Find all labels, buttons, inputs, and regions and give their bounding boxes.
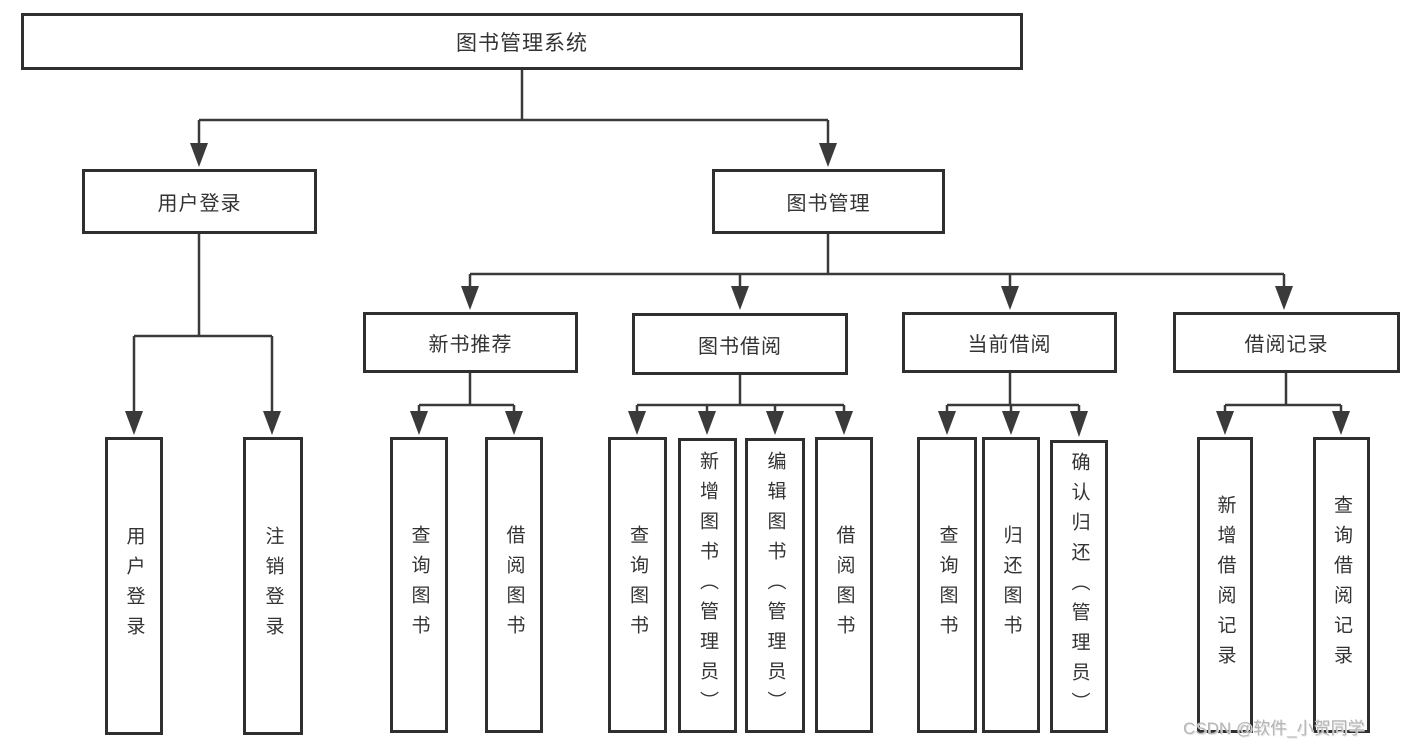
- node-br-add-record: 新增借阅记录: [1197, 437, 1253, 733]
- node-logout: 注销登录: [243, 437, 303, 735]
- node-book-mgmt-label: 图书管理: [786, 193, 871, 215]
- connector-currentborrow-to-children: [945, 373, 1081, 413]
- arrowhead-br-add: [1216, 411, 1234, 435]
- arrowhead-newbookrec: [461, 286, 479, 310]
- node-new-book-rec: 新书推荐: [363, 312, 578, 373]
- node-nbr-query-book: 查询图书: [390, 437, 448, 733]
- node-cb-query-book: 查询图书: [917, 437, 977, 733]
- arrowhead-currentborrow: [1001, 286, 1019, 310]
- node-book-mgmt: 图书管理: [712, 169, 945, 234]
- arrowhead-cb-return: [1002, 411, 1020, 435]
- node-br-add-record-label: 新增借阅记录: [1214, 495, 1236, 675]
- arrowhead-cb-confirm: [1070, 411, 1088, 437]
- node-nbr-query-book-label: 查询图书: [408, 525, 430, 645]
- node-bb-edit-book: 编辑图书（管理员）: [745, 438, 805, 733]
- arrowhead-borrowrecords: [1275, 286, 1293, 310]
- node-book-borrow-label: 图书借阅: [698, 335, 782, 358]
- arrowhead-nbr-borrow: [505, 411, 523, 435]
- node-cb-confirm-return: 确认归还（管理员）: [1050, 440, 1108, 733]
- node-user-login-label: 用户登录: [123, 526, 145, 646]
- node-bb-borrow-book: 借阅图书: [815, 437, 873, 733]
- connector-root-to-level2: [197, 70, 830, 146]
- csdn-watermark: CSDN @软件_小贺同学: [1183, 719, 1365, 738]
- arrowhead-bb-borrow: [835, 411, 853, 435]
- arrowhead-userlogin: [125, 411, 143, 435]
- node-bb-borrow-book-label: 借阅图书: [833, 525, 855, 645]
- arrowhead-bookmgmt: [819, 143, 837, 167]
- node-borrow-records: 借阅记录: [1173, 312, 1400, 373]
- arrowhead-bookborrow: [731, 286, 749, 310]
- node-root-label: 图书管理系统: [456, 31, 588, 55]
- connector-borrowrecords-to-children: [1223, 373, 1343, 413]
- arrowhead-cb-query: [938, 411, 956, 435]
- node-book-borrow: 图书借阅: [632, 313, 848, 375]
- node-nbr-borrow-book-label: 借阅图书: [503, 525, 525, 645]
- arrowhead-login: [190, 143, 208, 167]
- node-bb-edit-book-label: 编辑图书（管理员）: [764, 450, 786, 721]
- node-root: 图书管理系统: [21, 13, 1023, 70]
- node-cb-query-book-label: 查询图书: [936, 525, 958, 645]
- node-bb-add-book: 新增图书（管理员）: [678, 438, 737, 733]
- node-bb-query-book: 查询图书: [608, 437, 667, 733]
- connector-login-to-children: [132, 234, 274, 413]
- node-current-borrow: 当前借阅: [902, 312, 1117, 373]
- arrowhead-logout: [263, 411, 281, 435]
- node-borrow-records-label: 借阅记录: [1244, 334, 1329, 356]
- node-new-book-rec-label: 新书推荐: [428, 334, 513, 356]
- arrowhead-nbr-query: [410, 411, 428, 435]
- arrowhead-bb-query: [628, 411, 646, 435]
- node-br-query-record-label: 查询借阅记录: [1331, 495, 1352, 675]
- node-bb-query-book-label: 查询图书: [627, 525, 648, 645]
- node-cb-return-book: 归还图书: [982, 437, 1040, 733]
- arrowhead-br-query: [1332, 411, 1350, 435]
- node-cb-confirm-return-label: 确认归还（管理员）: [1068, 451, 1090, 722]
- node-current-borrow-label: 当前借阅: [967, 334, 1052, 356]
- node-logout-label: 注销登录: [262, 526, 284, 646]
- node-user-login: 用户登录: [105, 437, 163, 735]
- node-br-query-record: 查询借阅记录: [1313, 437, 1370, 733]
- connector-newbookrec-to-children: [417, 373, 516, 413]
- arrowhead-bb-add: [698, 411, 716, 435]
- node-login-label: 用户登录: [157, 193, 242, 215]
- connector-bookmgmt-to-level3: [468, 234, 1286, 289]
- node-login: 用户登录: [82, 169, 317, 234]
- node-bb-add-book-label: 新增图书（管理员）: [697, 450, 718, 721]
- arrowhead-bb-edit: [766, 411, 784, 435]
- node-nbr-borrow-book: 借阅图书: [485, 437, 543, 733]
- node-cb-return-book-label: 归还图书: [1000, 525, 1022, 645]
- connector-bookborrow-to-children: [635, 375, 846, 413]
